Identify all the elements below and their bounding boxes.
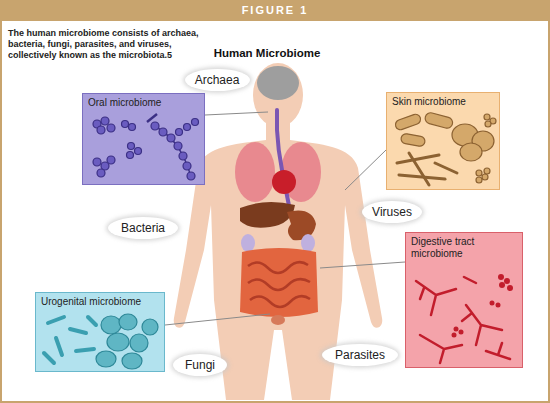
microbe-label-oval: Bacteria <box>108 217 178 239</box>
figure-banner <box>1 1 549 21</box>
skin-microbes <box>387 93 501 191</box>
microbe-type: Viruses <box>372 205 412 219</box>
microbiome-box: Skin microbiome <box>386 92 500 190</box>
microbe-label-oval: Parasites <box>322 344 398 366</box>
microbe-type: Bacteria <box>121 221 165 235</box>
microbe-type: Parasites <box>335 348 385 362</box>
microbe-type: Fungi <box>185 358 215 372</box>
figure-caption: The human microbiome consists of archaea… <box>8 28 213 61</box>
box-title: Oral microbiome <box>83 94 204 109</box>
microbe-type: Archaea <box>195 73 240 87</box>
microbe-label-oval: Viruses <box>362 201 422 223</box>
microbe-label-oval: Archaea <box>185 69 250 91</box>
box-title: Digestive tract microbiome <box>406 233 522 260</box>
box-title: Skin microbiome <box>387 93 499 108</box>
microbe-label-oval: Fungi <box>173 354 227 376</box>
microbiome-box: Urogenital microbiome <box>35 292 165 372</box>
microbiome-box: Digestive tract microbiome <box>405 232 523 368</box>
microbiome-box: Oral microbiome <box>82 93 205 185</box>
figure-label: FIGURE 1 <box>0 4 550 17</box>
diagram-title: Human Microbiome <box>214 46 321 60</box>
box-title: Urogenital microbiome <box>36 293 164 308</box>
